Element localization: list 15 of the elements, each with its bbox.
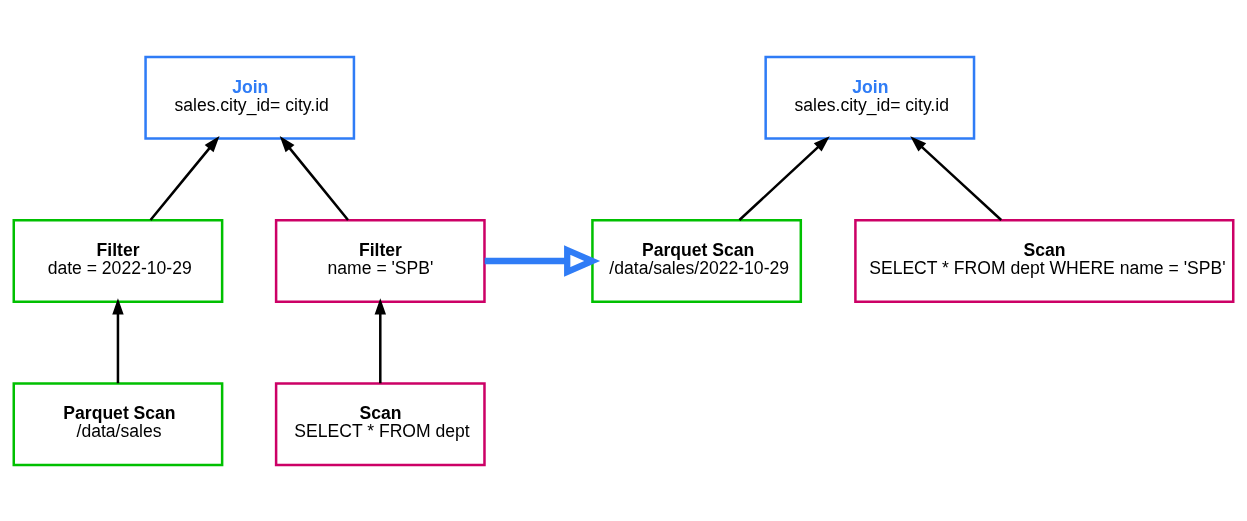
node-box: Filter date = 2022-10-29: [12, 218, 224, 303]
node-box: Join sales.city_id= city.id: [144, 55, 356, 140]
arrow: [910, 135, 1003, 221]
node-box: Parquet Scan /data/sales/2022-10-29: [591, 218, 803, 303]
node-box: Parquet Scan /data/sales: [12, 381, 224, 466]
node-box: Filter name = 'SPB': [274, 218, 486, 303]
arrow: [149, 135, 220, 221]
arrow: [738, 135, 830, 221]
node-box: Scan SELECT * FROM dept WHERE name = 'SPB': [854, 218, 1235, 303]
node-box: Scan SELECT * FROM dept: [274, 381, 486, 466]
node-box: Join sales.city_id= city.id: [764, 55, 976, 140]
arrow: [484, 244, 601, 277]
arrow: [112, 297, 124, 383]
arrow: [279, 135, 349, 221]
arrow: [374, 297, 386, 383]
